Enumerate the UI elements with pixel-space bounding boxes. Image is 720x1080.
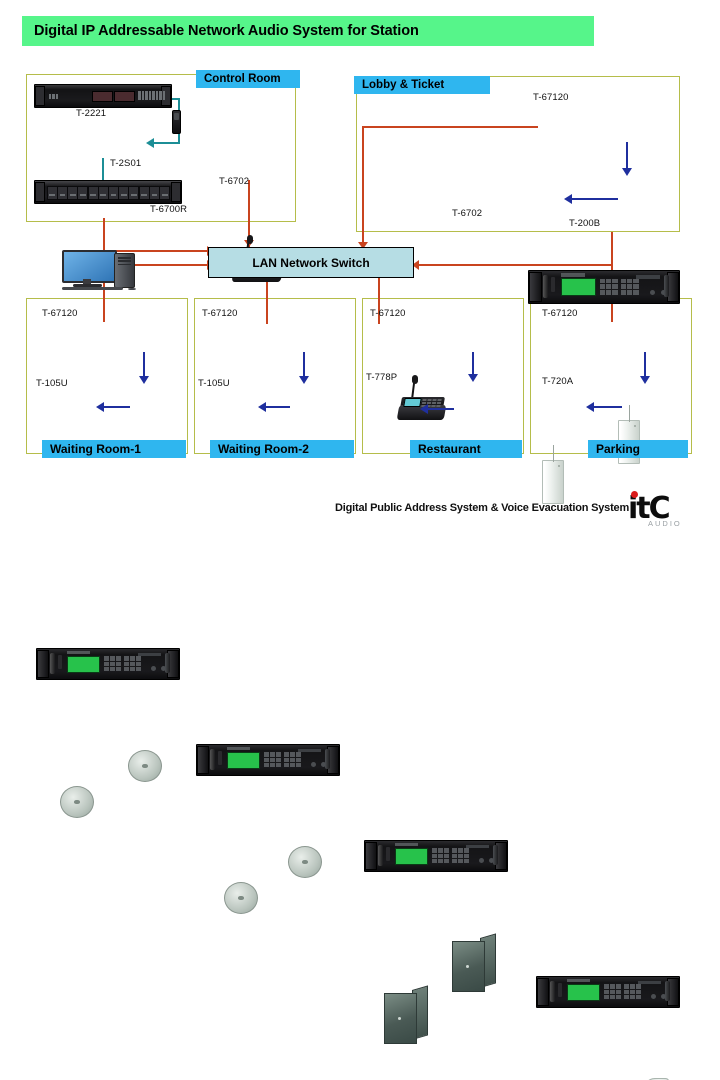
zone-lobby-ticket: [356, 76, 680, 232]
control-line: [102, 158, 105, 184]
device-label-t-6702-control-room: T-6702: [219, 176, 250, 187]
network-line: [362, 126, 365, 234]
arrow-left-icon: [146, 138, 154, 148]
device-t-105u-wr1-left: [60, 786, 94, 818]
network-line: [266, 276, 269, 324]
logo-dot-icon: [631, 491, 638, 498]
arrow-down-icon: [299, 376, 309, 384]
audio-line: [572, 198, 618, 201]
device-label-t-67120-parking: T-67120: [542, 308, 578, 319]
footer-tagline: Digital Public Address System & Voice Ev…: [335, 502, 630, 514]
device-t-105u-wr2-left: [224, 882, 258, 914]
zone-label-waiting-room-1: Waiting Room-1: [42, 440, 186, 458]
device-label-t-105u-wr2: T-105U: [198, 378, 230, 389]
device-label-t-67120-lobby: T-67120: [533, 92, 569, 103]
zone-label-text: Control Room: [204, 73, 281, 85]
device-t-6702-control-room: [228, 235, 286, 282]
device-t-6700r: [62, 250, 144, 294]
zone-label-parking: Parking: [588, 440, 688, 458]
arrow-left-icon: [420, 404, 428, 414]
network-line: [103, 264, 213, 267]
device-label-t-105u-wr1: T-105U: [36, 378, 68, 389]
device-label-t-2s01: T-2S01: [110, 158, 142, 169]
lan-network-switch[interactable]: LAN Network Switch: [208, 247, 414, 278]
arrow-left-icon: [258, 402, 266, 412]
zone-waiting-room-1: [26, 298, 188, 454]
audio-line: [428, 408, 454, 411]
network-line: [103, 218, 106, 266]
audio-line: [303, 352, 306, 380]
arrow-down-icon: [468, 374, 478, 382]
device-t-2221: [34, 84, 172, 108]
zone-label-text: Waiting Room-2: [218, 442, 309, 456]
audio-line: [644, 352, 647, 380]
arrow-left-icon: [564, 194, 572, 204]
device-label-t-2221: T-2221: [76, 108, 107, 119]
device-t-6702-lobby: [394, 375, 450, 420]
zone-label-text: Restaurant: [418, 442, 481, 456]
lan-switch-label: LAN Network Switch: [252, 255, 370, 270]
device-t-200b-left: [542, 445, 564, 504]
device-t-67120-wr2: [196, 744, 340, 776]
arrow-left-icon: [412, 260, 419, 270]
zone-label-text: Waiting Room-1: [50, 442, 141, 456]
arrow-left-icon: [96, 402, 104, 412]
arrow-down-icon: [358, 242, 368, 249]
network-line: [248, 180, 251, 248]
network-line: [418, 264, 613, 267]
logo-wordmark: itC: [628, 491, 671, 526]
device-label-t-778p: T-778P: [366, 372, 398, 383]
device-t-67120-wr1: [36, 648, 180, 680]
device-t-720a-right: [622, 1076, 670, 1080]
device-t-105u-wr1-right: [128, 750, 162, 782]
zone-label-text: Lobby & Ticket: [362, 79, 445, 91]
zone-label-restaurant: Restaurant: [410, 440, 522, 458]
device-label-t-6702-lobby: T-6702: [452, 208, 483, 219]
arrow-down-icon: [640, 376, 650, 384]
network-line: [103, 276, 106, 322]
device-label-t-6700r: T-6700R: [150, 204, 188, 215]
device-t-778p-left: [384, 985, 428, 1044]
audio-line: [594, 406, 622, 409]
network-line: [362, 232, 365, 250]
zone-label-text: Parking: [596, 442, 641, 456]
arrow-left-icon: [586, 402, 594, 412]
device-t-2s01: [34, 180, 182, 204]
network-line: [378, 276, 381, 324]
device-t-67120-restaurant: [364, 840, 508, 872]
itc-audio-logo: itC AUDIO: [628, 488, 690, 528]
audio-line: [104, 406, 130, 409]
device-t-67120-lobby: [528, 270, 680, 304]
zone-label-waiting-room-2: Waiting Room-2: [210, 440, 354, 458]
audio-line: [472, 352, 475, 378]
zone-control-room: [26, 74, 296, 222]
device-handheld-microphone: [172, 110, 181, 134]
logo-subtitle: AUDIO: [648, 519, 682, 528]
zone-label-lobby-ticket: Lobby & Ticket: [354, 76, 490, 94]
device-label-t-67120-wr1: T-67120: [42, 308, 78, 319]
audio-line: [266, 406, 290, 409]
zone-waiting-room-2: [194, 298, 356, 454]
device-label-t-67120-wr2: T-67120: [202, 308, 238, 319]
network-line: [103, 250, 213, 253]
audio-line: [626, 142, 629, 172]
device-t-105u-wr2-right: [288, 846, 322, 878]
device-label-t-720a: T-720A: [542, 376, 574, 387]
network-line: [362, 126, 538, 129]
page-title: Digital IP Addressable Network Audio Sys…: [34, 23, 419, 39]
audio-line: [143, 352, 146, 380]
control-line: [152, 142, 180, 145]
arrow-down-icon: [622, 168, 632, 176]
device-label-t-200b: T-200B: [569, 218, 601, 229]
device-t-778p-right: [452, 933, 496, 992]
title-banner: Digital IP Addressable Network Audio Sys…: [22, 16, 594, 46]
zone-label-control-room: Control Room: [196, 70, 300, 88]
device-label-t-67120-restaurant: T-67120: [370, 308, 406, 319]
network-line: [611, 232, 614, 266]
arrow-down-icon: [139, 376, 149, 384]
device-t-67120-parking: [536, 976, 680, 1008]
